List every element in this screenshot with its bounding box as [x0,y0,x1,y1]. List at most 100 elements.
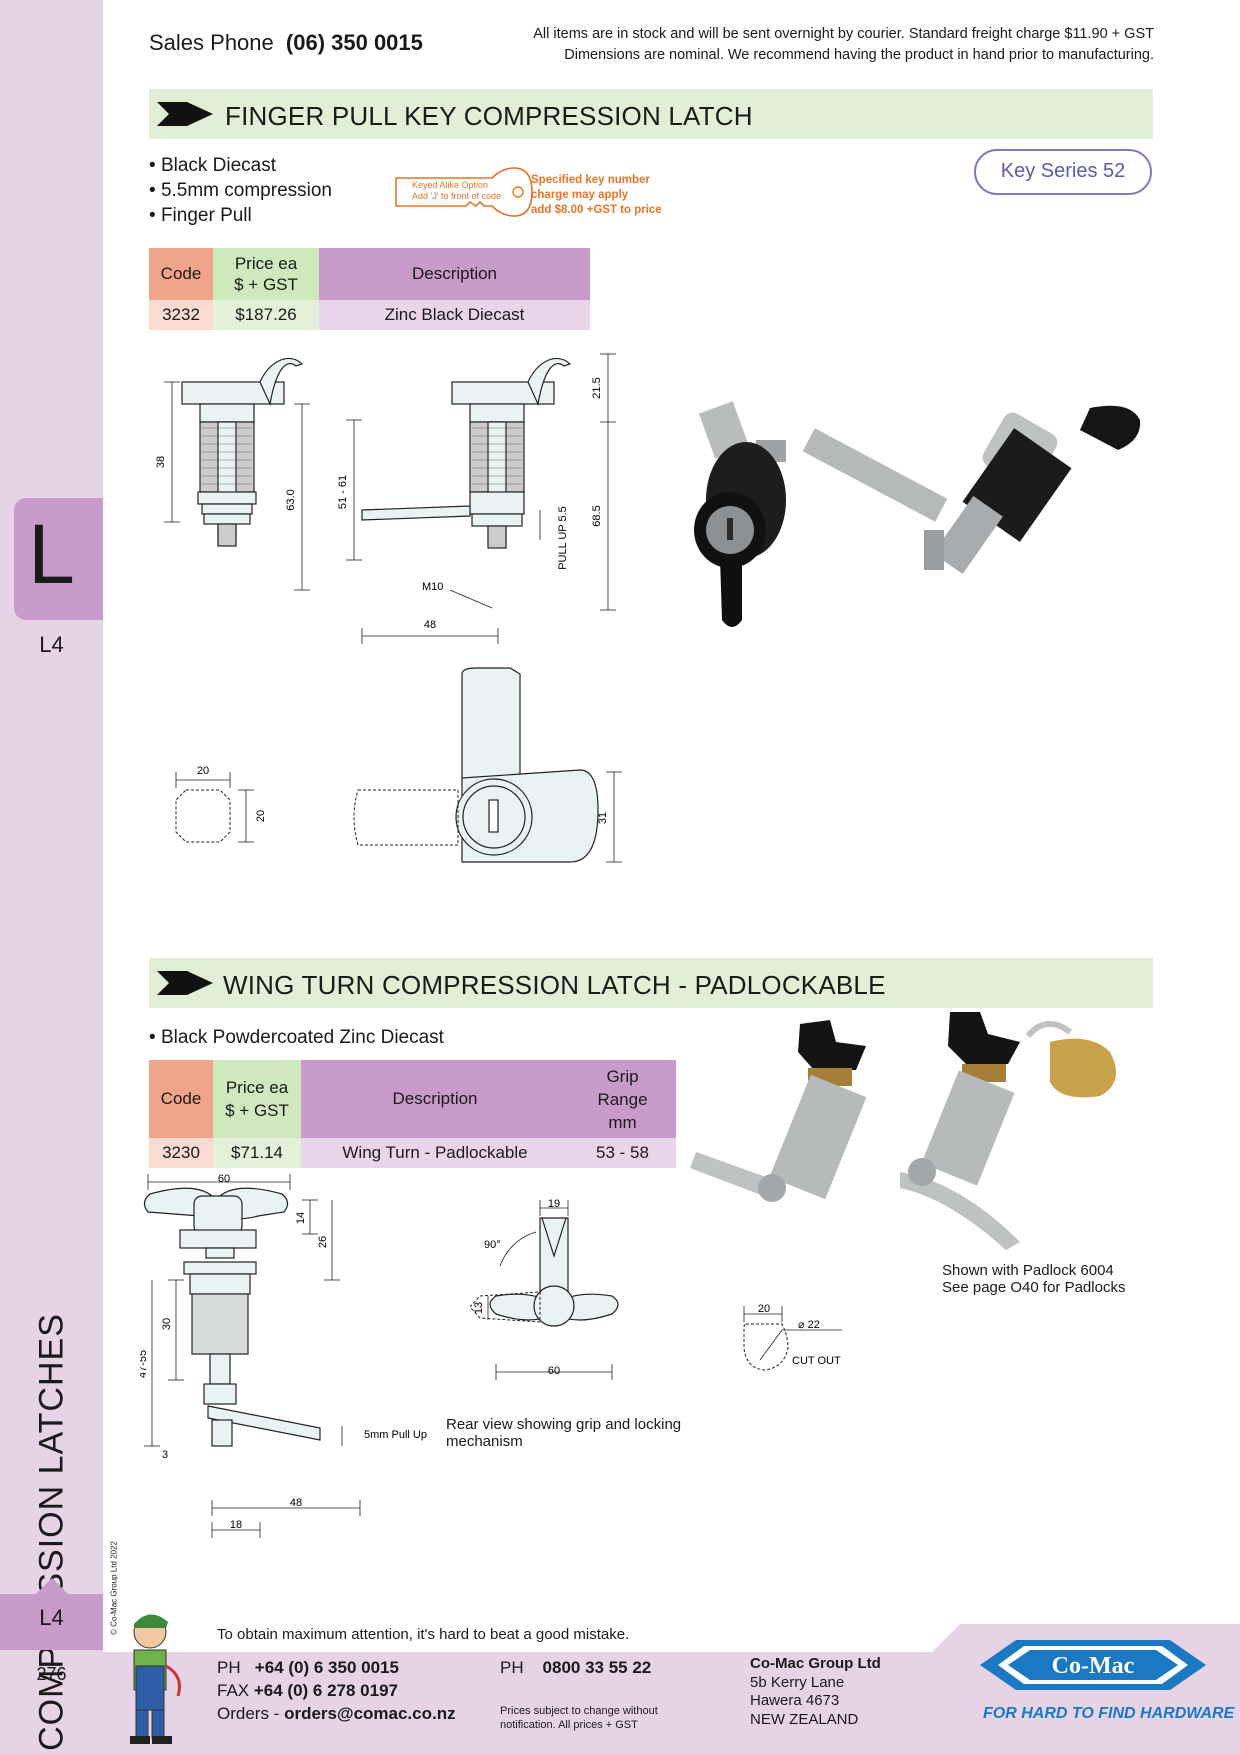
section-header-bar: WING TURN COMPRESSION LATCH - PADLOCKABL… [149,958,1153,1008]
section-name: COMPRESSION LATCHES [32,1313,71,1751]
table-header-row: Code Price ea $ + GST Description Grip R… [149,1060,676,1138]
ph2-label: PH [500,1658,524,1677]
dim-label: 38 [155,456,167,468]
latch-technical-drawing: 38 63.0 51 - 61 21.5 68.5 PULL UP 5.5 M1… [155,353,622,863]
dim-label: 21.5 [591,377,603,398]
section-ref-bottom: L4 [39,1605,64,1630]
drawing-part [743,1323,789,1371]
cell-code: 3230 [149,1138,213,1168]
orders-email[interactable]: orders@comac.co.nz [284,1704,456,1723]
dim-label: 48 [424,619,436,631]
wing-latch-padlock-photo [900,1012,1117,1250]
dim-label: ⌀ 22 [798,1319,820,1331]
dim-label: 20 [197,765,209,777]
dim-label: 3 [162,1449,168,1461]
cutout-drawing: 20 ⌀ 22 CUT OUT [743,1303,842,1371]
address-line: 5b Kerry Lane [750,1673,845,1691]
wing-latch-drawing: 60 14 26 30 47-55 5mm Pull Up 3 48 18 [140,1173,427,1538]
notice-line: Dimensions are nominal. We recommend hav… [564,47,1154,63]
logo-text: Co-Mac [1052,1653,1135,1679]
dim-label: 60 [548,1365,560,1377]
footer-orders: Orders - orders@comac.co.nz [217,1703,456,1725]
dim-label: 20 [758,1303,770,1315]
notice-line: All items are in stock and will be sent … [533,26,1154,42]
cell-description: Wing Turn - Padlockable [301,1138,569,1168]
key-series-badge: Key Series 52 [974,149,1152,195]
dim-label: 90° [484,1239,501,1251]
footer-quote: To obtain maximum attention, it's hard t… [217,1626,630,1643]
cell-description: Zinc Black Diecast [319,300,590,330]
dim-label: M10 [422,581,443,593]
disclaimer-line: notification. All prices + GST [500,1719,638,1731]
col-grip-line: mm [608,1112,637,1132]
key-tag-line: Keyed Alike Option [412,180,488,190]
col-price: Price ea $ + GST [213,1060,301,1138]
col-description: Description [319,248,590,300]
section-header-bar: FINGER PULL KEY COMPRESSION LATCH [149,89,1153,139]
feature-item: 5.5mm compression [149,178,332,203]
arrow-icon [157,102,213,126]
dim-label: 14 [295,1212,307,1224]
dim-label: 30 [161,1318,173,1330]
col-code: Code [149,248,213,300]
col-price-line: $ + GST [234,275,298,294]
dim-label: 48 [290,1497,302,1509]
wing-latch-photos [690,1012,1117,1250]
rear-view-caption: Rear view showing grip and locking mecha… [446,1416,681,1450]
section-title: WING TURN COMPRESSION LATCH - PADLOCKABL… [223,970,886,1000]
key-icon [395,167,533,217]
col-price-line: Price ea [234,254,298,273]
company-name: Co-Mac Group Ltd [750,1655,881,1672]
feature-list: Black Diecast 5.5mm compression Finger P… [149,153,332,228]
key-note-line: charge may apply [531,189,629,201]
col-code: Code [149,1060,213,1138]
arrow-icon [157,971,213,995]
section-tab [14,498,103,620]
disclaimer-line: Prices subject to change without [500,1705,658,1717]
drawing-part [175,789,231,843]
section-tab-letter: L [28,507,75,601]
sales-label: Sales Phone [149,30,274,55]
dim-label: 63.0 [285,489,297,510]
rear-view-drawing: 19 90° 13 60 [470,1198,619,1380]
table-row: 3232 $187.26 Zinc Black Diecast [149,300,590,330]
cell-code: 3232 [149,300,213,330]
dim-label: 68.5 [591,505,603,526]
dim-label: 20 [255,810,267,822]
wing-latch-photo [690,1020,867,1202]
section-ref-top: L4 [39,632,64,657]
caption-line: Rear view showing grip and locking [446,1416,682,1433]
col-grip-line: Grip [606,1066,639,1086]
cell-grip: 53 - 58 [569,1138,676,1168]
company-tagline: FOR HARD TO FIND HARDWARE [983,1705,1235,1722]
comac-logo: Co-Mac [980,1640,1206,1690]
cell-price: $187.26 [213,300,319,330]
col-grip: Grip Range mm [569,1060,676,1138]
feature-item: Black Diecast [149,153,332,178]
dim-label: 60 [218,1173,230,1185]
ref-box [0,1594,103,1650]
section-title: FINGER PULL KEY COMPRESSION LATCH [225,101,753,131]
ph-number: +64 (0) 6 350 0015 [254,1658,399,1677]
caption-line: Shown with Padlock 6004 [942,1262,1114,1279]
mascot-icon [130,1614,181,1744]
latch-photo-side [802,405,1141,574]
ph-label: PH [217,1658,241,1677]
col-price: Price ea $ + GST [213,248,319,300]
dim-label: 47-55 [140,1350,149,1378]
caption-line: See page O40 for Padlocks [942,1279,1126,1296]
dim-label: PULL UP 5.5 [557,506,569,570]
page-number: 276 [36,1664,67,1684]
key-note-line: add $8.00 +GST to price [531,204,662,216]
dim-label: 18 [230,1519,242,1531]
table-header-row: Code Price ea $ + GST Description [149,248,590,300]
side-strip [0,0,103,1754]
footer-phone: PH +64 (0) 6 350 0015 [217,1657,399,1679]
feature-list: Black Powdercoated Zinc Diecast [149,1025,444,1050]
footer-phone-free: PH 0800 33 55 22 [500,1657,651,1679]
dim-label: 13 [473,1302,485,1314]
ref-marker [36,1578,68,1594]
padlock-caption: Shown with Padlock 6004 See page O40 for… [942,1262,1125,1296]
key-note-line: Specified key number [531,174,650,186]
cell-price: $71.14 [213,1138,301,1168]
